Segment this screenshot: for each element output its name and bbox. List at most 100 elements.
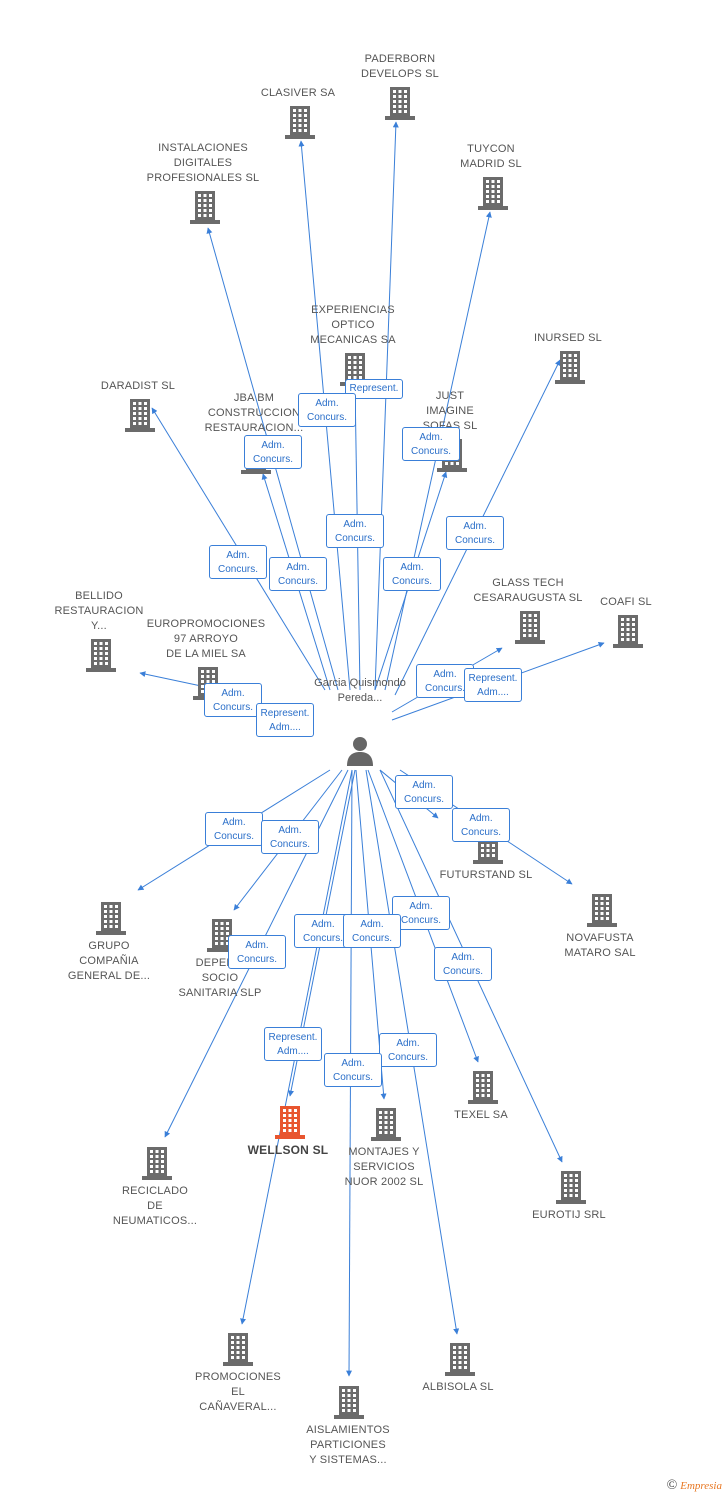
relation-label[interactable]: Represent.Adm.... bbox=[264, 1027, 322, 1061]
relation-label-line: Concurs. bbox=[351, 933, 392, 944]
company-label[interactable]: DARADIST SL bbox=[68, 379, 208, 394]
company-label-line: RESTAURACION... bbox=[204, 422, 304, 434]
company-node-coafi[interactable] bbox=[613, 614, 643, 653]
relation-label[interactable]: Adm.Concurs. bbox=[395, 775, 453, 809]
company-node-promociones[interactable] bbox=[223, 1332, 253, 1371]
company-label[interactable]: ALBISOLA SL bbox=[388, 1380, 528, 1395]
company-label[interactable]: EUROTIJ SRL bbox=[499, 1208, 639, 1223]
company-node-inursed[interactable] bbox=[555, 350, 585, 389]
relation-label[interactable]: Adm.Concurs. bbox=[446, 516, 504, 550]
company-label[interactable]: INURSED SL bbox=[498, 331, 638, 346]
company-label[interactable]: FUTURSTAND SL bbox=[416, 868, 556, 883]
relation-label[interactable]: Represent.Adm.... bbox=[464, 668, 522, 702]
company-label-line: NOVAFUSTA bbox=[566, 932, 634, 944]
relation-label[interactable]: Adm.Concurs. bbox=[205, 812, 263, 846]
relation-label[interactable]: Adm.Concurs. bbox=[261, 820, 319, 854]
company-node-glasstech[interactable] bbox=[515, 610, 545, 649]
building-icon bbox=[86, 639, 116, 672]
relation-label[interactable]: Adm.Concurs. bbox=[452, 808, 510, 842]
company-label-line: DIGITALES bbox=[173, 157, 233, 169]
company-node-paderborn[interactable] bbox=[385, 86, 415, 125]
company-node-novafusta[interactable] bbox=[587, 893, 617, 932]
building-icon bbox=[587, 894, 617, 927]
relation-label[interactable]: Adm.Concurs. bbox=[324, 1053, 382, 1087]
relation-label[interactable]: Adm.Concurs. bbox=[383, 557, 441, 591]
company-label[interactable]: COAFI SL bbox=[556, 595, 696, 610]
relation-label-line: Adm. bbox=[463, 521, 487, 532]
company-node-texel[interactable] bbox=[468, 1070, 498, 1109]
company-node-depen[interactable] bbox=[207, 918, 237, 957]
company-node-instalaciones[interactable] bbox=[190, 190, 220, 229]
relation-label-line: Concurs. bbox=[410, 446, 451, 457]
relation-label[interactable]: Adm. Concurs. bbox=[269, 557, 327, 591]
company-label-line: RESTAURACION bbox=[54, 605, 144, 617]
relation-label-line: Adm. bbox=[433, 669, 457, 680]
company-node-reciclado[interactable] bbox=[142, 1146, 172, 1185]
building-icon bbox=[96, 902, 126, 935]
central-person-label[interactable]: Garcia Quismondo Pereda... bbox=[314, 677, 406, 704]
relation-label-line: Adm. bbox=[286, 562, 310, 573]
company-node-albisola[interactable] bbox=[445, 1342, 475, 1381]
relation-label-line: Adm. bbox=[396, 1038, 420, 1049]
person-icon[interactable] bbox=[344, 734, 376, 766]
company-label-line: Y... bbox=[91, 620, 107, 632]
company-node-tuycon[interactable] bbox=[478, 176, 508, 215]
company-node-clasiver[interactable] bbox=[285, 105, 315, 144]
relation-label-line: Adm. bbox=[221, 688, 245, 699]
company-label[interactable]: TEXEL SA bbox=[411, 1108, 551, 1123]
relation-label[interactable]: Adm.Concurs. bbox=[204, 683, 262, 717]
company-node-montajes[interactable] bbox=[371, 1107, 401, 1146]
relation-edge bbox=[374, 121, 399, 691]
company-label-line: GLASS TECH bbox=[492, 577, 564, 589]
relation-label[interactable]: Adm.Concurs. bbox=[298, 393, 356, 427]
building-icon bbox=[555, 351, 585, 384]
company-node-eurotij[interactable] bbox=[556, 1170, 586, 1209]
relation-label-line: Adm. bbox=[222, 817, 246, 828]
relation-label[interactable]: Adm.Concurs. bbox=[402, 427, 460, 461]
company-label[interactable]: WELLSON SL bbox=[218, 1143, 358, 1158]
brand-logo: Empresia bbox=[680, 1480, 722, 1492]
relation-label[interactable]: Adm.Concurs. bbox=[379, 1033, 437, 1067]
relation-label-line: Concurs. bbox=[277, 576, 318, 587]
building-icon bbox=[207, 919, 237, 952]
relation-label-line: Adm. bbox=[315, 398, 339, 409]
company-node-aislamientos[interactable] bbox=[334, 1385, 364, 1424]
company-node-bellido[interactable] bbox=[86, 638, 116, 677]
building-icon bbox=[223, 1333, 253, 1366]
company-label-line: INURSED SL bbox=[533, 332, 603, 344]
relation-label[interactable]: Adm.Concurs. bbox=[392, 896, 450, 930]
relation-label[interactable]: Represent.Adm.... bbox=[256, 703, 314, 737]
company-label-line: NEUMATICOS... bbox=[112, 1215, 198, 1227]
relation-label[interactable]: Adm.Concurs. bbox=[434, 947, 492, 981]
relation-label[interactable]: Represent. bbox=[345, 379, 403, 399]
company-label-line: PADERBORN bbox=[364, 53, 436, 65]
relation-label[interactable]: Adm.Concurs. bbox=[343, 914, 401, 948]
relation-label[interactable]: Adm.Concurs. bbox=[326, 514, 384, 548]
company-node-wellson[interactable] bbox=[275, 1105, 305, 1144]
relation-label-line: Adm. bbox=[409, 901, 433, 912]
relation-label[interactable]: Adm.Concurs. bbox=[294, 914, 352, 948]
relation-label[interactable]: Adm.Concurs. bbox=[228, 935, 286, 969]
relation-label-line: Adm. bbox=[261, 440, 285, 451]
relation-label[interactable]: Adm.Concurs. bbox=[209, 545, 267, 579]
building-icon bbox=[445, 1343, 475, 1376]
company-label[interactable]: CLASIVER SA bbox=[228, 86, 368, 101]
relation-label-line: Represent. bbox=[468, 673, 518, 684]
company-node-daradist[interactable] bbox=[125, 398, 155, 437]
company-node-grupo[interactable] bbox=[96, 901, 126, 940]
relation-label[interactable]: Adm.Concurs. bbox=[244, 435, 302, 469]
